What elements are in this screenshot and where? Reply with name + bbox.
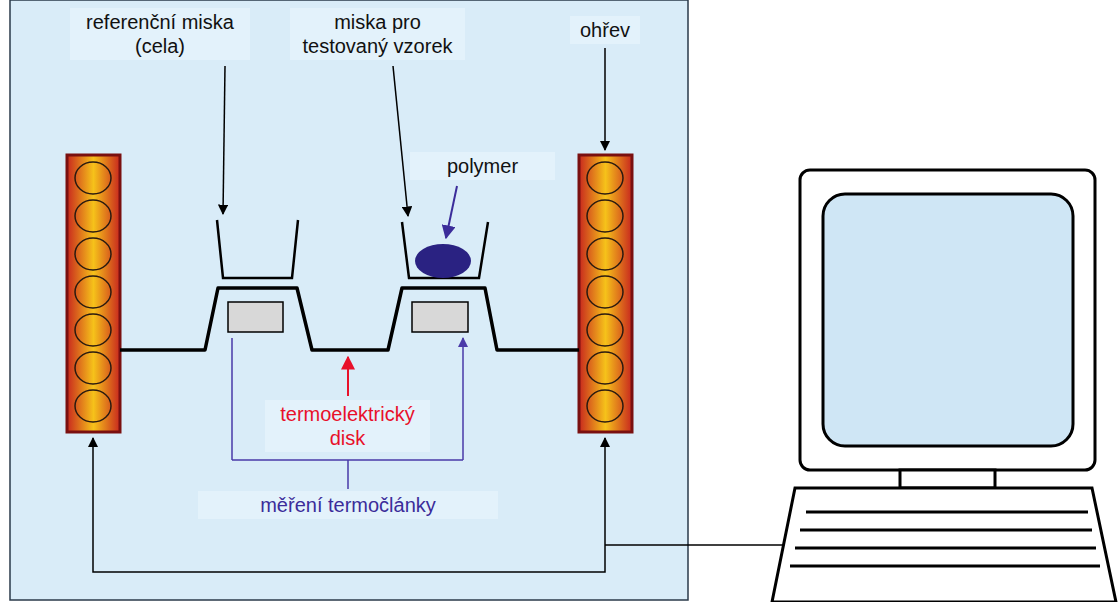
leader-arrow <box>393 66 408 216</box>
leader-arrow <box>223 66 225 214</box>
heater-coil <box>75 162 623 422</box>
heater-coil <box>587 390 623 422</box>
part-label: termoelektrický disk <box>265 400 430 452</box>
leader-arrow <box>604 48 606 150</box>
monitor <box>800 170 1095 470</box>
keyboard-keys <box>806 511 1088 514</box>
keyboard-keys <box>790 565 1100 568</box>
heater-coil <box>587 276 623 308</box>
heater-coil <box>75 390 111 422</box>
part-label: miska pro testovaný vzorek <box>290 8 465 60</box>
part-label: měření termočlánky <box>198 491 498 519</box>
sample-cup <box>402 222 488 278</box>
heater-coil <box>587 238 623 270</box>
thermocouple-line <box>232 338 463 460</box>
heater-coil <box>75 238 111 270</box>
heater-coil <box>587 314 623 346</box>
monitor-screen <box>823 194 1073 446</box>
thermocouple-sensor <box>228 302 283 332</box>
keyboard-keys <box>800 529 1092 532</box>
keyboard <box>772 488 1116 602</box>
heater-coil <box>75 314 111 346</box>
instrument-panel <box>10 0 688 600</box>
polymer-sample <box>415 244 471 278</box>
heater <box>579 155 632 432</box>
thermoelectric-disk <box>120 288 579 350</box>
heater-coil <box>587 352 623 384</box>
part-label: ohřev <box>570 16 640 44</box>
keyboard-keys <box>795 547 1096 550</box>
heater-coil <box>75 162 111 194</box>
thermocouple-sensor <box>412 302 468 332</box>
heater-coil <box>75 200 111 232</box>
heater-coil <box>587 200 623 232</box>
computer-cable <box>605 544 784 546</box>
heater-coil <box>75 352 111 384</box>
part-label: polymer <box>410 152 555 180</box>
thermocouple-line <box>232 460 463 489</box>
heater-control-line <box>93 438 605 572</box>
heater-coil <box>587 162 623 194</box>
keyboard-keys <box>790 512 1100 566</box>
heater <box>67 155 120 432</box>
monitor-stand <box>900 470 995 488</box>
part-label: referenční miska (cela) <box>70 8 250 60</box>
leader-arrow <box>446 186 457 238</box>
leader-arrow <box>347 357 349 396</box>
heater-coil <box>75 276 111 308</box>
reference-cup <box>217 220 298 278</box>
